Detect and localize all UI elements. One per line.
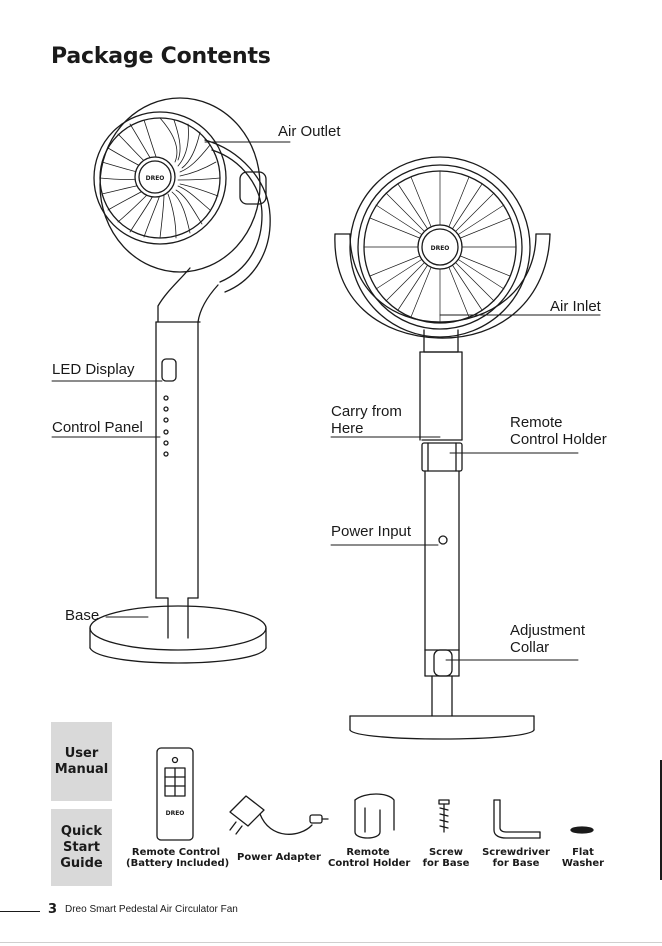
power-adapter-icon	[229, 795, 329, 835]
item-screw-line-2: for Base	[422, 858, 470, 869]
user-manual-box: User Manual	[51, 722, 112, 801]
callout-carry-line-1: Carry from	[331, 403, 402, 420]
footer-title: Dreo Smart Pedestal Air Circulator Fan	[65, 904, 238, 915]
rear-hub-illustration	[417, 224, 463, 270]
item-screwdriver-line-1: Screwdriver	[482, 847, 550, 858]
callout-power-input: Power Input	[331, 523, 412, 540]
screw-icon	[438, 799, 450, 833]
rear-grille-spokes	[363, 170, 517, 324]
item-label-remote-holder: Remote Control Holder	[328, 847, 411, 869]
item-label-flat-washer: Flat Washer	[558, 847, 608, 869]
callout-control-panel: Control Panel	[52, 419, 143, 436]
item-remote-line-1: Remote Control	[131, 847, 221, 858]
callout-collar-line-2: Collar	[510, 639, 550, 656]
item-adapter-line-1: Power Adapter	[237, 852, 321, 863]
bottom-rule	[0, 942, 662, 943]
front-hub-illustration	[134, 156, 176, 198]
item-label-screw: Screw for Base	[420, 847, 472, 869]
rear-brand-badge: DREO	[431, 245, 450, 252]
rear-pole-illustration	[419, 329, 463, 717]
front-grille-lines	[99, 117, 221, 239]
callout-carry-line-2: Here	[331, 420, 364, 437]
callout-remote-control-holder: Remote Control Holder	[510, 414, 607, 448]
edge-tab-mark	[660, 760, 662, 880]
remote-brand-badge: DREO	[166, 810, 185, 817]
quick-start-guide-box: Quick Start Guide	[51, 809, 112, 886]
callout-led-display: LED Display	[52, 361, 135, 378]
callout-lines	[51, 141, 601, 661]
item-label-remote-control: Remote Control (Battery Included)	[126, 847, 230, 869]
callout-adjustment-collar: Adjustment Collar	[510, 622, 585, 656]
callout-carry-from-here: Carry from Here	[331, 403, 402, 437]
callout-air-inlet: Air Inlet	[550, 298, 601, 315]
item-holder-line-2: Control Holder	[328, 858, 411, 869]
user-manual-line-2: Manual	[54, 761, 109, 777]
rear-base-illustration	[349, 715, 535, 740]
callout-holder-line-2: Control Holder	[510, 431, 607, 448]
front-pole-illustration	[155, 267, 219, 639]
footer-rule	[0, 911, 40, 912]
user-manual-line-1: User	[64, 745, 99, 761]
page-number: 3	[48, 902, 58, 917]
quick-start-line-2: Start	[63, 839, 100, 855]
screwdriver-icon	[493, 799, 541, 839]
item-washer-line-1: Flat	[572, 847, 594, 858]
flat-washer-icon	[570, 826, 594, 834]
callout-holder-line-1: Remote	[510, 414, 563, 431]
callout-collar-line-1: Adjustment	[510, 622, 586, 639]
remote-holder-icon	[354, 793, 395, 839]
item-holder-line-1: Remote	[346, 847, 390, 858]
remote-control-icon	[156, 747, 194, 841]
front-brand-badge: DREO	[146, 175, 165, 182]
item-screwdriver-line-2: for Base	[492, 858, 540, 869]
item-label-screwdriver: Screwdriver for Base	[482, 847, 550, 869]
item-remote-line-2: (Battery Included)	[126, 858, 230, 869]
quick-start-line-3: Guide	[60, 855, 103, 871]
callout-base: Base	[65, 607, 100, 624]
page-title: Package Contents	[51, 44, 271, 69]
item-label-power-adapter: Power Adapter	[236, 852, 322, 863]
front-base-illustration	[89, 605, 267, 664]
item-washer-line-2: Washer	[561, 858, 605, 869]
item-screw-line-1: Screw	[428, 847, 464, 858]
callout-air-outlet: Air Outlet	[278, 123, 341, 140]
quick-start-line-1: Quick	[60, 823, 103, 839]
